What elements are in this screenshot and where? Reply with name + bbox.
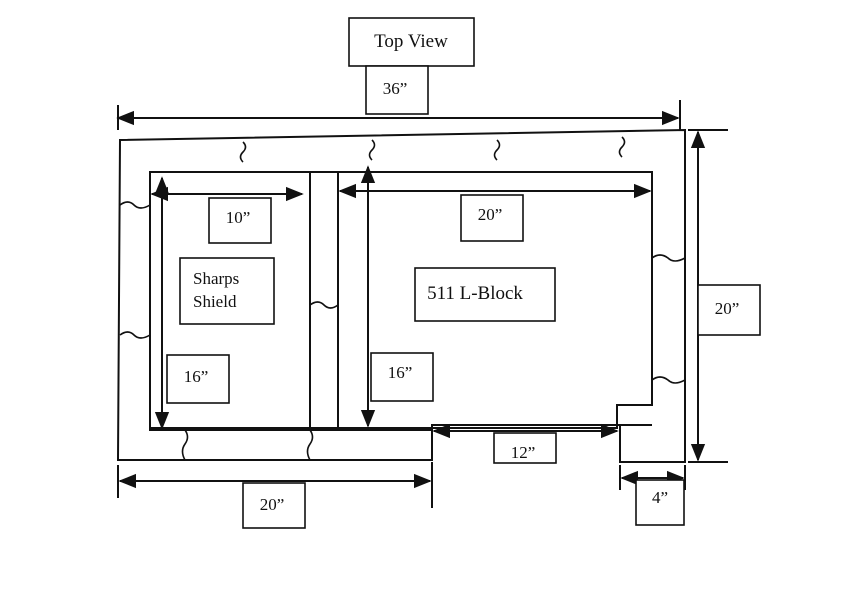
notch-width-box [493,432,557,464]
title-text: Top View [374,31,448,52]
leg-width-box [635,479,685,526]
overall-depth-box [697,284,761,336]
lblock-width-box [460,194,524,242]
title-box [348,17,475,67]
overall-width-text: 36” [383,79,408,98]
lblock-width-text: 20” [478,205,503,224]
joint-marks [119,136,686,461]
lblock-label-text: 511 L-Block [427,283,523,304]
overall-depth-text: 20” [715,299,740,318]
sharps-label-box [179,257,275,325]
leg-width-text: 4” [652,488,668,507]
lblock-depth-text: 16” [388,363,413,382]
lblock-label-box [414,267,556,322]
notch-width-text: 12” [511,443,536,462]
shield-depth-box [166,354,230,404]
sharps-label-line2: Shield [193,292,237,311]
shield-depth-text: 16” [184,367,209,386]
sharps-label-line1: Sharps [193,269,239,288]
shield-width-box [208,197,272,244]
bottom-width-text: 20” [260,495,285,514]
overall-width-box [365,65,429,115]
shield-width-text: 10” [226,208,251,227]
lblock-depth-box [370,352,434,402]
bottom-width-box [242,482,306,529]
